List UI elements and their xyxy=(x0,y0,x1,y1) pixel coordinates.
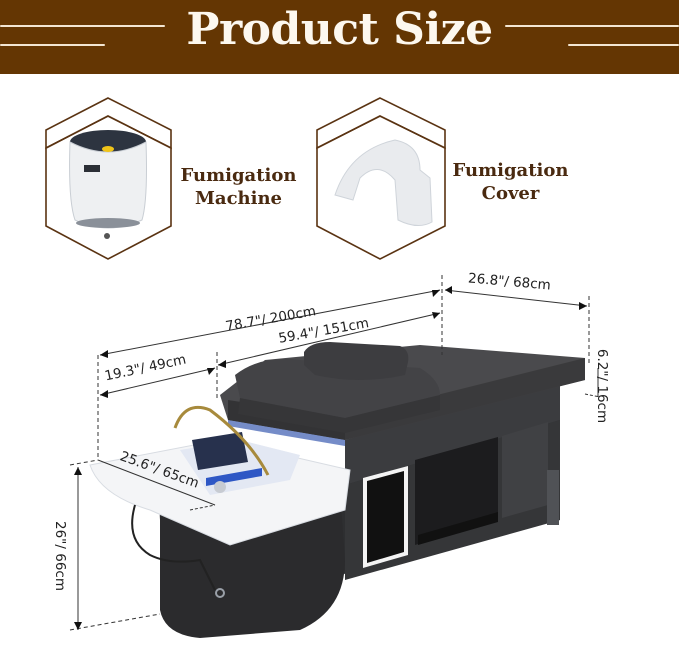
page-title: Product Size xyxy=(186,4,493,55)
banner-decor-line xyxy=(568,44,679,46)
accessory-label-line: Fumigation xyxy=(180,165,297,186)
fumigation-cover-icon xyxy=(334,139,433,226)
banner-decor-line xyxy=(0,25,165,27)
accessory-label-fumigation-cover: Fumigation Cover xyxy=(448,159,573,205)
accessory-label-line: Fumigation xyxy=(452,160,569,181)
banner-decor-line xyxy=(0,44,105,46)
hexagon-frame xyxy=(45,97,172,260)
banner-decor-line xyxy=(505,25,679,27)
accessory-label-fumigation-machine: Fumigation Machine xyxy=(176,164,301,210)
accessory-label-line: Cover xyxy=(481,183,540,204)
fumigation-machine-icon xyxy=(69,130,147,239)
shampoo-bed-icon xyxy=(89,342,585,638)
accessory-label-line: Machine xyxy=(194,188,282,209)
dimension-arrows xyxy=(74,286,587,630)
dimension-mattress-thickness: 6.2"/ 16cm xyxy=(594,348,611,424)
dimension-lines xyxy=(69,275,601,631)
header-banner: Product Size xyxy=(0,0,679,74)
dimension-height: 26"/ 66cm xyxy=(51,521,68,591)
hexagon-frame xyxy=(316,97,446,260)
